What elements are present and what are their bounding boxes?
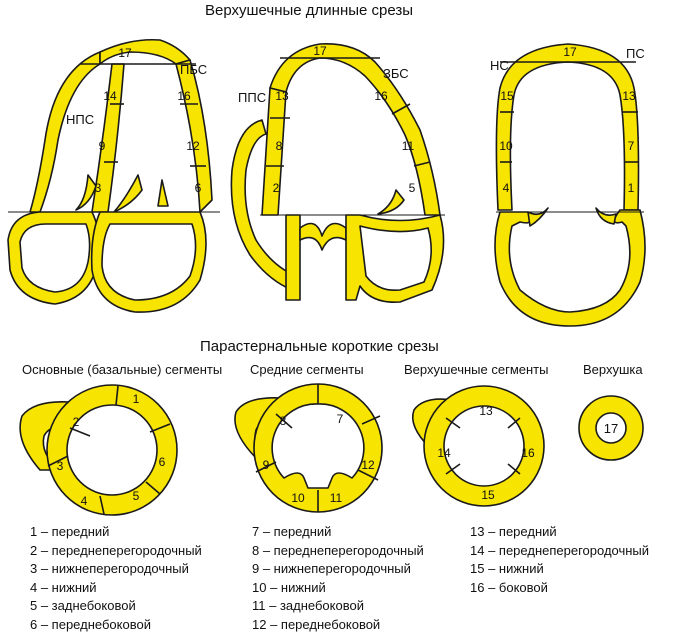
apex-short-axis <box>578 395 644 461</box>
mid-short-axis <box>234 383 383 513</box>
left-seg-14: 14 <box>103 89 117 103</box>
legend-item: 13 – передний <box>470 524 557 539</box>
basal-seg-5: 5 <box>133 489 140 503</box>
mid-seg-11: 11 <box>402 139 415 153</box>
apical-seg-14: 14 <box>437 446 451 460</box>
legend-item: 15 – нижний <box>470 561 544 576</box>
basal-short-axis <box>19 384 178 516</box>
right-seg-1: 1 <box>628 181 635 195</box>
apical-seg-16: 16 <box>521 446 535 460</box>
mid-seg-2: 2 <box>273 181 280 195</box>
mid-seg-16: 16 <box>374 89 388 103</box>
legend-item: 14 – переднеперегородочный <box>470 542 650 558</box>
legend-mid: 7 – передний 8 – переднеперегородочный 9… <box>252 523 424 634</box>
apical-short-axis <box>411 385 545 507</box>
legend-item: 1 – передний <box>30 524 110 539</box>
legend-item: 16 – боковой <box>470 579 548 595</box>
right-seg-17: 17 <box>563 45 577 59</box>
mid-seg-13: 13 <box>275 89 289 103</box>
legend-item: 11 – заднебоковой <box>252 598 364 613</box>
apex-seg-17: 17 <box>604 421 618 436</box>
segment-number-labels: 17 14 9 3 16 12 6 17 13 8 2 16 11 5 17 1… <box>57 44 636 508</box>
legend-item: 5 – заднебоковой <box>30 598 136 613</box>
mid-short-seg-10: 10 <box>291 491 305 505</box>
apex-heading: Верхушка <box>583 362 643 377</box>
view-label-zbs: ЗБС <box>383 66 409 81</box>
basal-segments-heading: Основные (базальные) сегменты <box>22 362 223 377</box>
mid-seg-8: 8 <box>276 139 283 153</box>
mid-seg-17: 17 <box>313 44 327 58</box>
middle-long-axis-view <box>230 43 445 303</box>
legend-basal: 1 – передний 2 – переднеперегородочный 3… <box>30 523 202 634</box>
right-long-axis-view <box>494 43 646 327</box>
apical-segments-heading: Верхушечные сегменты <box>404 362 549 377</box>
left-seg-6: 6 <box>195 181 202 195</box>
mid-seg-5: 5 <box>409 181 416 195</box>
legend-item: 6 – переднебоковой <box>30 616 151 632</box>
legend-item: 10 – нижний <box>252 579 326 595</box>
mid-short-seg-12: 12 <box>361 458 375 472</box>
mid-short-seg-11: 11 <box>330 491 343 505</box>
mid-segments-heading: Средние сегменты <box>250 362 364 377</box>
mid-short-seg-7: 7 <box>337 412 344 426</box>
right-seg-10: 10 <box>499 139 513 153</box>
left-seg-16: 16 <box>177 89 191 103</box>
legend-item: 9 – нижнеперегородочный <box>252 561 411 576</box>
legend-item: 4 – нижний <box>30 579 97 595</box>
left-seg-12: 12 <box>186 139 200 153</box>
legend-item: 3 – нижнеперегородочный <box>30 561 189 576</box>
view-label-ps: ПС <box>626 46 645 61</box>
legend-item: 12 – переднебоковой <box>252 616 381 632</box>
view-label-npc: НПС <box>66 112 95 127</box>
right-seg-7: 7 <box>628 139 635 153</box>
basal-seg-1: 1 <box>133 392 140 406</box>
left-seg-3: 3 <box>95 181 102 195</box>
mid-short-seg-8: 8 <box>280 414 287 428</box>
right-seg-4: 4 <box>503 181 510 195</box>
legend-item: 2 – переднеперегородочный <box>30 542 202 558</box>
left-seg-17: 17 <box>118 46 132 60</box>
right-seg-15: 15 <box>500 89 514 103</box>
legend-item: 8 – переднеперегородочный <box>252 542 424 558</box>
short-axis-title: Парастернальные короткие срезы <box>200 338 439 355</box>
long-axis-title: Верхушечные длинные срезы <box>205 2 414 19</box>
apical-seg-15: 15 <box>481 488 495 502</box>
legend-apical: 13 – передний 14 – переднеперегородочный… <box>470 523 649 597</box>
legend-item: 7 – передний <box>252 524 332 539</box>
view-label-pbs: ПБС <box>180 62 208 77</box>
mid-short-seg-9: 9 <box>263 458 270 472</box>
left-seg-9: 9 <box>99 139 106 153</box>
apical-seg-13: 13 <box>479 404 493 418</box>
left-long-axis-view <box>7 38 220 313</box>
view-label-pps: ППС <box>238 90 267 105</box>
basal-seg-6: 6 <box>159 455 166 469</box>
right-seg-13: 13 <box>622 89 636 103</box>
basal-seg-3: 3 <box>57 459 64 473</box>
basal-seg-2: 2 <box>73 415 80 429</box>
basal-seg-4: 4 <box>81 494 88 508</box>
view-label-ns: НС <box>490 58 509 73</box>
